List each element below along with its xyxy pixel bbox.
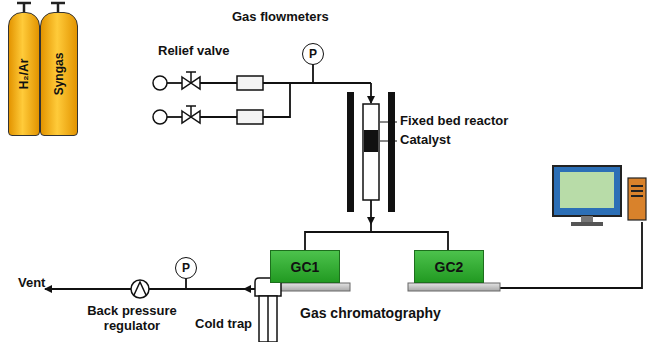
part-label: Vent: [18, 276, 45, 291]
computer: [553, 166, 646, 226]
cylinder-label: H₂/Ar: [17, 59, 31, 90]
back-pressure-regulator: [131, 280, 149, 298]
cylinder-label: Syngas: [52, 53, 66, 96]
gas-cylinder: Syngas: [40, 12, 78, 136]
pressure-gauge: P: [302, 43, 324, 65]
part-label: Catalyst: [400, 133, 451, 148]
gc-instrument: GC2: [414, 250, 484, 283]
gauge-label: P: [309, 47, 317, 61]
instrument-label: GC2: [435, 259, 464, 275]
pressure-gauge: P: [175, 257, 197, 279]
part-label: Cold trap: [195, 317, 252, 332]
part-label: Relief valve: [158, 44, 230, 59]
gauge-label: P: [182, 261, 190, 275]
part-label: Back pressure regulator: [70, 304, 194, 334]
flowmeter: [237, 76, 263, 124]
gc-instrument: GC1: [270, 250, 340, 283]
cold-trap: [255, 278, 281, 342]
part-label: Gas flowmeters: [232, 10, 329, 25]
gas-cylinder: H₂/Ar: [8, 12, 40, 136]
gas-line: [45, 64, 642, 289]
instrument-label: GC1: [291, 259, 320, 275]
relief-valve: [153, 72, 200, 124]
gc-base: [262, 283, 500, 291]
part-label: Gas chromatography: [300, 305, 441, 321]
fixed-bed-reactor: [347, 92, 397, 212]
part-label: Fixed bed reactor: [400, 114, 508, 129]
